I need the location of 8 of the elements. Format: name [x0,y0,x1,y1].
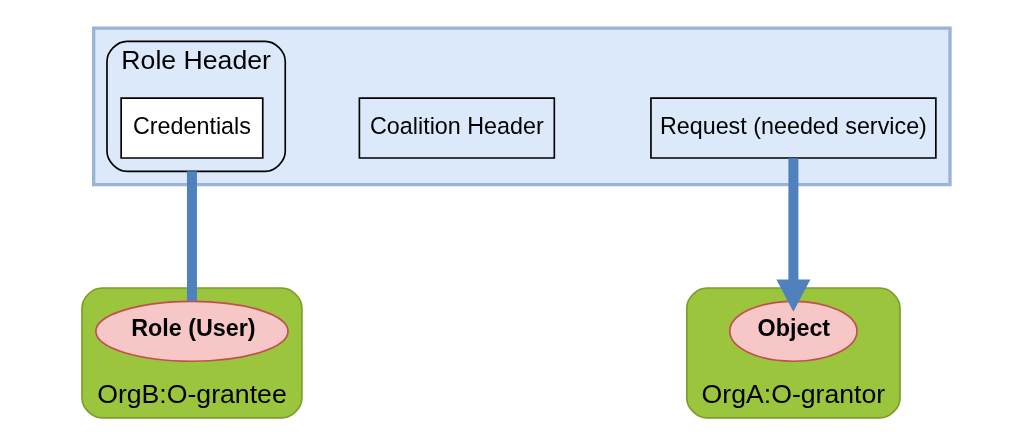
node-ellipse: Object [728,300,858,363]
node-ellipse: Role (User) [94,300,289,363]
arrow [775,158,810,312]
node-box: Coalition Header [358,97,555,159]
cluster [91,26,952,187]
node-box: Request (needed service) [649,97,937,159]
node-box: Credentials [119,97,264,159]
connector [186,171,197,302]
